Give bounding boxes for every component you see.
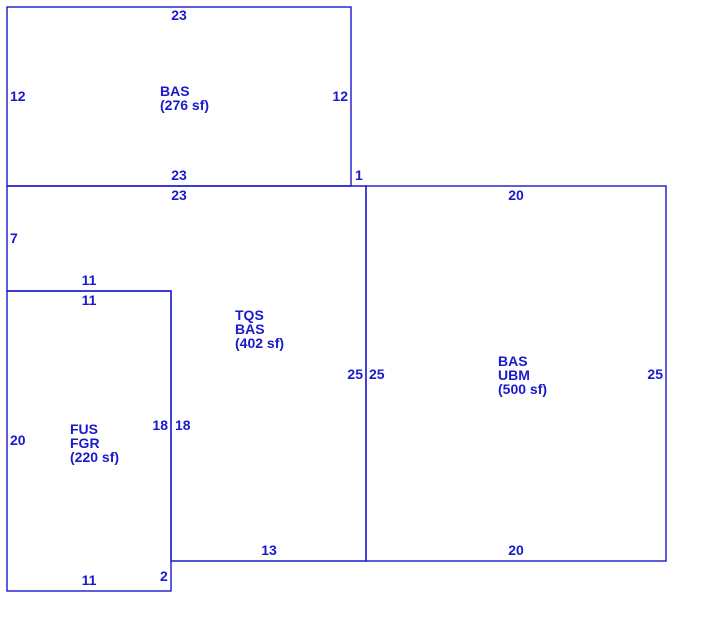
bas-top-label: BAS(276 sf) <box>160 83 209 113</box>
bas-ubm-outline <box>365 185 667 562</box>
dim-ubm-top: 20 <box>508 187 524 203</box>
dim-ubm-left: 25 <box>369 366 385 382</box>
dim-tqs-top: 23 <box>171 187 187 203</box>
bas-ubm-label-line: (500 sf) <box>498 381 547 397</box>
dim-tqs-right: 25 <box>347 366 363 382</box>
tqs-bas-label-line: TQS <box>235 307 264 323</box>
dim-bas-top-left: 12 <box>10 88 26 104</box>
dim-fus-top: 11 <box>82 292 97 308</box>
fus-fgr-label-line: FGR <box>70 435 100 451</box>
dim-ubm-right: 25 <box>647 366 663 382</box>
fus-fgr-label-line: (220 sf) <box>70 449 119 465</box>
dim-fus-step: 2 <box>160 568 168 584</box>
bas-ubm-label-line: UBM <box>498 367 530 383</box>
tqs-bas-outline <box>6 185 367 562</box>
fus-fgr-outline <box>6 290 172 592</box>
tqs-bas-label-line: BAS <box>235 321 265 337</box>
dim-bas-top-right: 12 <box>332 88 348 104</box>
dim-fus-right: 18 <box>152 417 168 433</box>
bas-ubm-label-line: BAS <box>498 353 528 369</box>
dim-offset-one: 1 <box>355 167 363 183</box>
dim-tqs-bottom: 13 <box>261 542 277 558</box>
dim-bas-top-top: 23 <box>171 7 187 23</box>
dim-fus-bottom: 11 <box>82 572 97 588</box>
dim-ubm-bottom: 20 <box>508 542 524 558</box>
dim-bas-top-bottom: 23 <box>171 167 187 183</box>
dim-fus-left: 20 <box>10 432 26 448</box>
bas-top-label-line: (276 sf) <box>160 97 209 113</box>
dim-tqs-left-upper: 7 <box>10 230 18 246</box>
tqs-bas-label-line: (402 sf) <box>235 335 284 351</box>
dim-tqs-notch-right: 18 <box>175 417 191 433</box>
bas-top-label-line: BAS <box>160 83 190 99</box>
dim-tqs-notch-top: 11 <box>82 272 97 288</box>
fus-fgr-label-line: FUS <box>70 421 98 437</box>
